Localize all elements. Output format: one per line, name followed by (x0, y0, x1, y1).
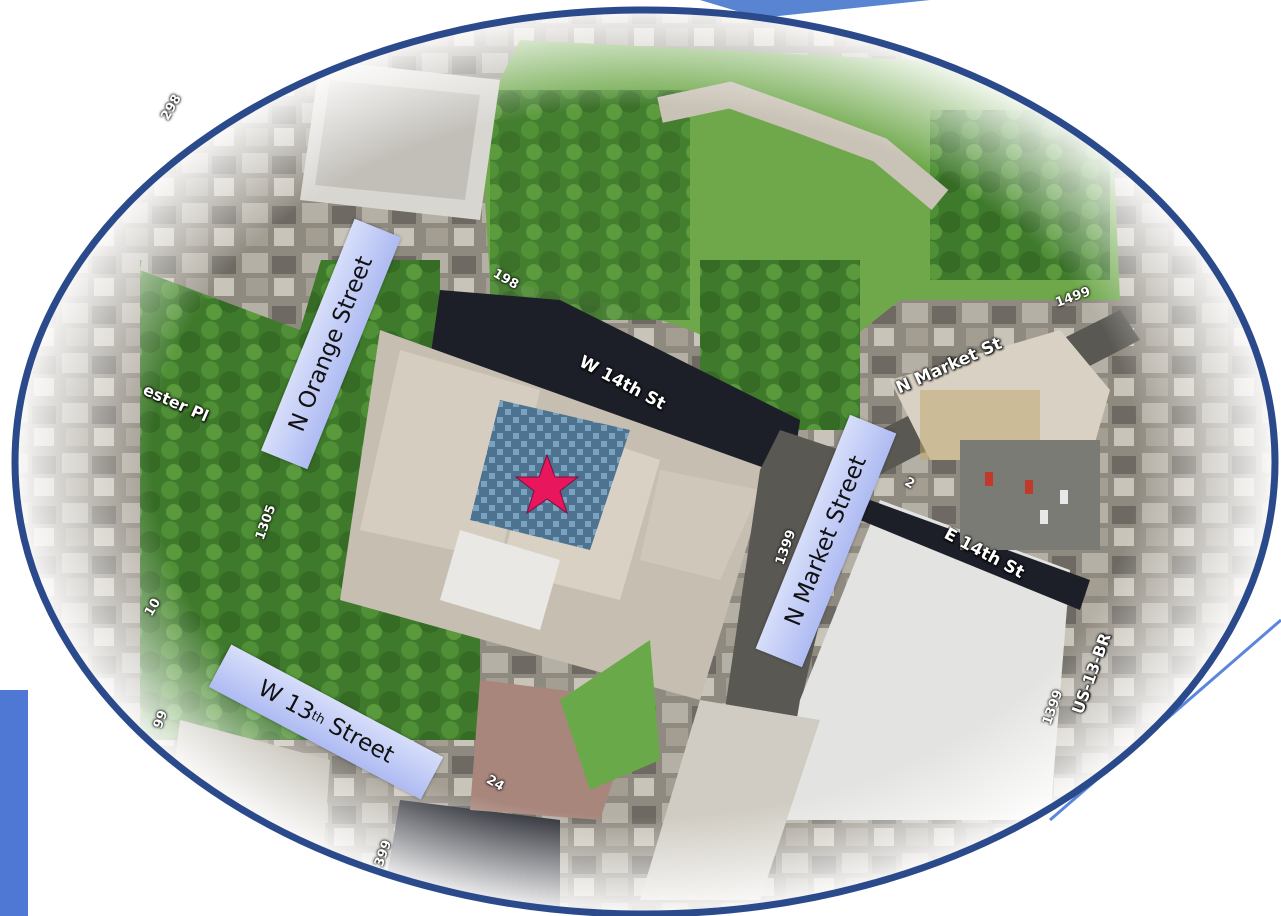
focus-ellipse (11, 6, 1279, 916)
